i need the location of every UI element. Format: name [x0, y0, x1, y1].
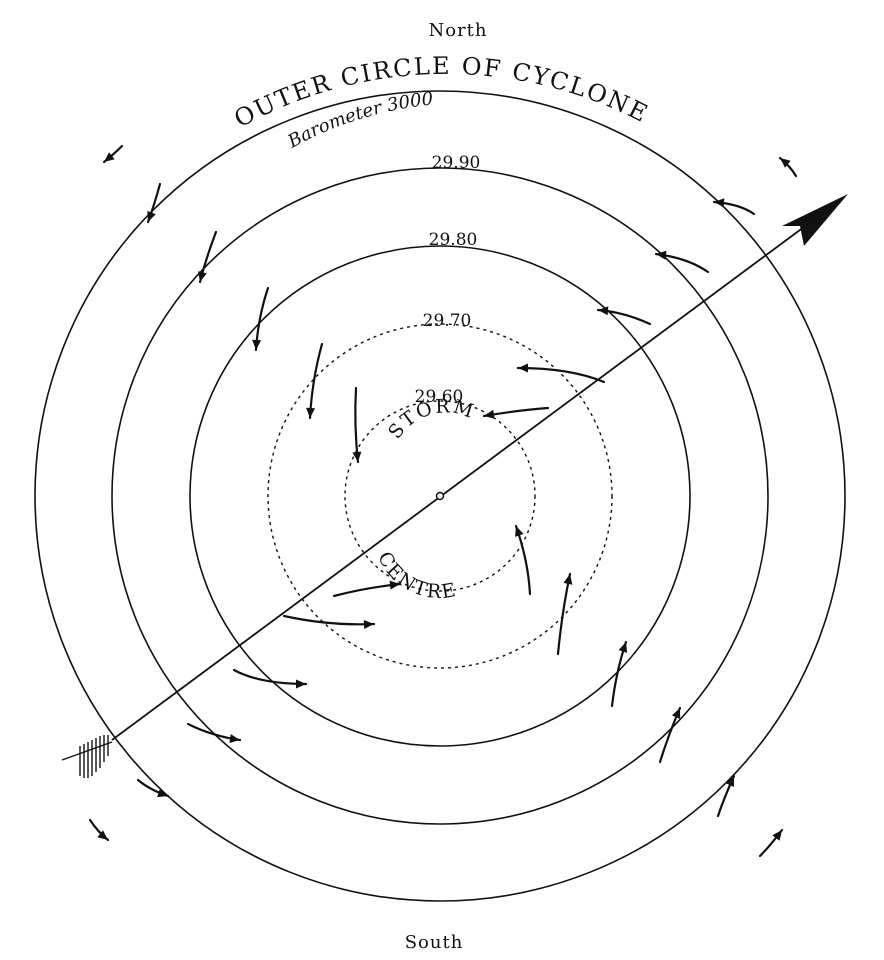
wind-arrowhead — [780, 158, 791, 168]
wind-arrowhead — [352, 451, 362, 462]
wind-arrow-shaft — [282, 614, 376, 626]
storm-centre-point — [435, 491, 445, 501]
wind-arrowhead — [198, 271, 207, 282]
wind-arrowhead — [518, 363, 528, 373]
title-text: OUTER CIRCLE OF CYCLONE — [230, 52, 652, 133]
wind-arrow-shaft — [332, 582, 402, 598]
wind-arrowhead — [363, 619, 374, 629]
wind-arrowhead — [598, 306, 609, 316]
wind-arrow-shaft — [516, 366, 606, 384]
wind-arrow-shaft — [556, 572, 572, 656]
wind-arrow-shaft — [514, 524, 532, 596]
wind-arrowhead — [306, 407, 316, 418]
wind-arrowhead — [104, 152, 115, 162]
wind-arrowhead — [725, 776, 734, 787]
wind-arrowhead — [671, 708, 681, 719]
north-label: North — [428, 20, 487, 41]
isobar-29-80 — [189, 245, 691, 747]
centre-text: CENTRE — [373, 548, 457, 603]
isobar-label-29-90: 29.90 — [432, 153, 481, 173]
storm-track-line — [111, 223, 809, 741]
wind-arrowhead — [147, 211, 156, 222]
wind-arrows — [88, 144, 798, 858]
wind-arrowhead — [157, 788, 168, 798]
storm-track-arrowhead — [782, 194, 848, 246]
wind-arrowhead — [563, 574, 573, 585]
wind-arrowhead — [97, 830, 108, 840]
wind-arrow-shaft — [232, 668, 308, 686]
wind-arrowhead — [772, 830, 782, 841]
outer-circle — [34, 90, 846, 902]
isobar-label-29-80: 29.80 — [429, 230, 478, 250]
wind-arrowhead — [252, 339, 262, 350]
south-label: South — [405, 932, 464, 953]
wind-arrowhead — [229, 734, 240, 744]
storm-text: STORM — [384, 395, 476, 443]
wind-arrowhead — [714, 198, 725, 208]
isobar-label-29-70: 29.70 — [423, 311, 472, 331]
centre-word: CENTRE — [373, 548, 459, 603]
title-outer-circle: OUTER CIRCLE OF CYCLONE — [230, 52, 654, 133]
storm-word: STORM — [384, 395, 478, 443]
wind-arrowhead — [618, 642, 628, 653]
wind-arrowhead — [484, 409, 495, 419]
wind-arrowhead — [296, 679, 306, 689]
wind-arrowhead — [656, 250, 667, 260]
wind-arrowhead — [515, 526, 524, 537]
wind-arrowhead — [389, 580, 400, 590]
isobar-label-29-60: 29.60 — [415, 387, 464, 407]
isobar-29-70 — [267, 323, 613, 669]
isobar-29-60 — [344, 400, 536, 592]
isobar-29-90 — [111, 167, 769, 825]
storm-track-fletching — [61, 735, 113, 778]
